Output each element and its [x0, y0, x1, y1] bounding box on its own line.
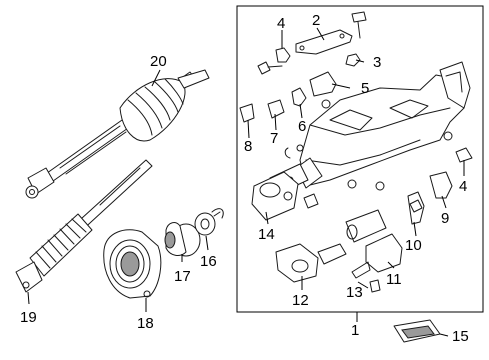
- top-bolt-drawing: [351, 11, 367, 39]
- clip-drawing: [194, 208, 224, 236]
- callout-16: 16: [200, 253, 217, 270]
- bolt-13-drawing: [351, 261, 381, 293]
- bearing-plate-drawing: [103, 229, 162, 299]
- callout-3: 3: [373, 54, 381, 71]
- callout-11: 11: [386, 271, 402, 288]
- sensor-12-drawing: [275, 243, 347, 283]
- bracket-5-drawing: [309, 71, 337, 97]
- callout-1: 1: [351, 322, 359, 339]
- callout-labels: 20 2 4 3 5 6 7 8 4 9 10 11 12 13 14 1 15…: [20, 12, 469, 345]
- callout-8: 8: [244, 138, 252, 155]
- callout-20: 20: [150, 53, 167, 70]
- lower-shaft-drawing: [15, 159, 153, 293]
- clip-4-right-drawing: [455, 147, 473, 163]
- nut-3-drawing: [345, 53, 361, 67]
- callout-4-top: 4: [277, 15, 285, 32]
- callout-5: 5: [361, 80, 369, 97]
- intermediate-shaft-drawing: [25, 69, 210, 199]
- callout-2: 2: [312, 12, 320, 29]
- bracket-2-drawing: [295, 29, 353, 55]
- callout-14: 14: [258, 226, 275, 243]
- bracket-9-drawing: [429, 171, 453, 199]
- callout-13: 13: [346, 284, 363, 301]
- bracket-8-drawing: [239, 103, 255, 123]
- callout-12: 12: [292, 292, 309, 309]
- leader-lines: [27, 27, 465, 337]
- callout-4-right: 4: [459, 178, 467, 195]
- assembly-box: [236, 5, 484, 313]
- grommet-drawing: [164, 222, 201, 257]
- callout-15: 15: [452, 328, 469, 345]
- bracket-7-drawing: [267, 99, 285, 119]
- callout-7: 7: [270, 130, 278, 147]
- lock-housing-14-drawing: [251, 171, 299, 221]
- callout-10: 10: [405, 237, 422, 254]
- callout-9: 9: [441, 210, 449, 227]
- callout-18: 18: [137, 315, 154, 332]
- connector-15-drawing: [393, 319, 441, 343]
- clip-6-drawing: [291, 87, 307, 107]
- clip-4-top-drawing: [275, 47, 291, 63]
- switch-11-drawing: [345, 209, 403, 273]
- left-bolt-drawing: [257, 61, 283, 75]
- callout-19: 19: [20, 309, 37, 326]
- callout-6: 6: [298, 118, 306, 135]
- callout-17: 17: [174, 268, 191, 285]
- clip-10-drawing: [407, 191, 425, 225]
